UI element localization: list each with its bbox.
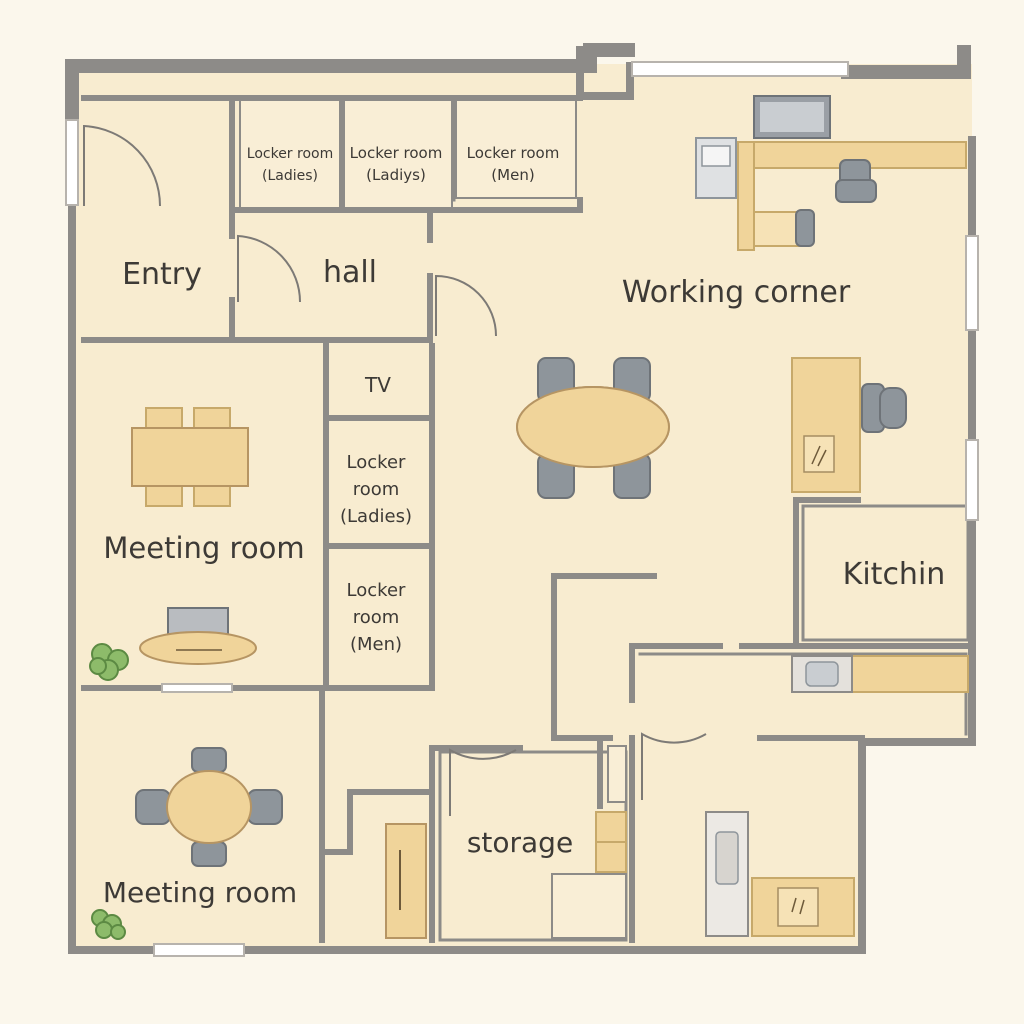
meeting-table bbox=[131, 427, 249, 487]
door-working-corner bbox=[435, 274, 497, 337]
chair-icon bbox=[247, 789, 283, 825]
walls bbox=[65, 43, 976, 954]
window-right-lower bbox=[965, 439, 979, 521]
chair-icon bbox=[145, 485, 183, 507]
chair-icon bbox=[191, 841, 227, 867]
monitor-screen bbox=[760, 102, 824, 132]
chair-icon bbox=[191, 747, 227, 773]
window-meeting-split bbox=[161, 683, 233, 693]
plant-icon bbox=[91, 909, 126, 940]
working-corner-label: Working corner bbox=[622, 275, 851, 310]
door-entry bbox=[83, 124, 162, 207]
wall-utility-box bbox=[638, 652, 968, 736]
desk-side-return bbox=[737, 141, 755, 251]
room-labels: Entry hall Locker room (Ladies) Locker r… bbox=[103, 144, 945, 909]
kitchen-label: Kitchin bbox=[843, 557, 946, 592]
wall-lockers-bottom bbox=[235, 197, 583, 213]
desk-paper-icon bbox=[803, 435, 835, 473]
locker-room-men-line-1: Locker bbox=[347, 580, 406, 601]
hall-label: hall bbox=[323, 255, 377, 290]
meeting-room-2-label: Meeting room bbox=[103, 876, 297, 909]
door-hall bbox=[237, 234, 302, 303]
working-corner-furniture bbox=[516, 95, 967, 499]
locker-room-top-3-line-1: Locker room bbox=[467, 144, 560, 162]
laptop-icon bbox=[167, 607, 229, 635]
outer-wall-left bbox=[68, 201, 158, 954]
wall-closet-step bbox=[323, 789, 353, 855]
locker-room-men-line-2: room bbox=[353, 607, 400, 628]
entry-label: Entry bbox=[122, 257, 202, 292]
locker-room-ladies-line-3: (Ladies) bbox=[340, 506, 412, 527]
locker-room-men-line-3: (Men) bbox=[350, 634, 402, 655]
locker-room-top-1-line-1: Locker room bbox=[247, 146, 333, 162]
outer-wall-bottom-right bbox=[240, 516, 976, 954]
wall-storage-box bbox=[438, 750, 628, 942]
side-chair-icon bbox=[795, 209, 815, 247]
locker-room-top-2-line-2: (Ladiys) bbox=[366, 166, 426, 184]
locker-room-top-1-line-2: (Ladies) bbox=[262, 168, 318, 184]
plant-icon bbox=[89, 643, 129, 681]
chair-icon bbox=[193, 407, 231, 429]
door-storage bbox=[449, 748, 517, 816]
chair-icon bbox=[135, 789, 171, 825]
storage-shelf bbox=[551, 873, 627, 939]
meeting-room-1-furniture bbox=[89, 407, 257, 681]
outer-wall-top-right bbox=[841, 45, 971, 79]
meeting-room-1-label: Meeting room bbox=[103, 531, 304, 565]
locker-room-ladies-line-1: Locker bbox=[347, 452, 406, 473]
low-table bbox=[139, 631, 257, 665]
outer-wall-top-left bbox=[65, 43, 635, 73]
locker-room-ladies-line-2: room bbox=[353, 479, 400, 500]
wall-corridor-left bbox=[551, 573, 613, 741]
desk-drawer bbox=[753, 211, 801, 247]
storage-label: storage bbox=[467, 826, 573, 859]
door-utility bbox=[641, 732, 707, 800]
desk-top-counter bbox=[737, 141, 967, 169]
windows bbox=[65, 61, 979, 957]
round-table bbox=[166, 770, 252, 844]
window-top bbox=[631, 61, 849, 77]
chair-icon bbox=[193, 485, 231, 507]
chair-icon bbox=[145, 407, 183, 429]
fixtures bbox=[385, 655, 969, 939]
tv-label: TV bbox=[364, 373, 391, 397]
wall-notch bbox=[576, 46, 634, 100]
locker-room-top-3-line-2: (Men) bbox=[491, 166, 534, 184]
window-bottom bbox=[153, 943, 245, 957]
locker-partitions bbox=[239, 99, 577, 209]
narrow-closet bbox=[607, 745, 627, 803]
doors bbox=[83, 124, 707, 816]
wall-kitchen-box bbox=[801, 504, 970, 642]
window-left bbox=[65, 119, 79, 206]
meeting-room-2-furniture bbox=[91, 747, 283, 940]
wall-locker-column-right bbox=[323, 343, 435, 691]
closet-door bbox=[385, 823, 427, 939]
locker-room-top-2-line-1: Locker room bbox=[350, 144, 443, 162]
window-right-upper bbox=[965, 235, 979, 331]
